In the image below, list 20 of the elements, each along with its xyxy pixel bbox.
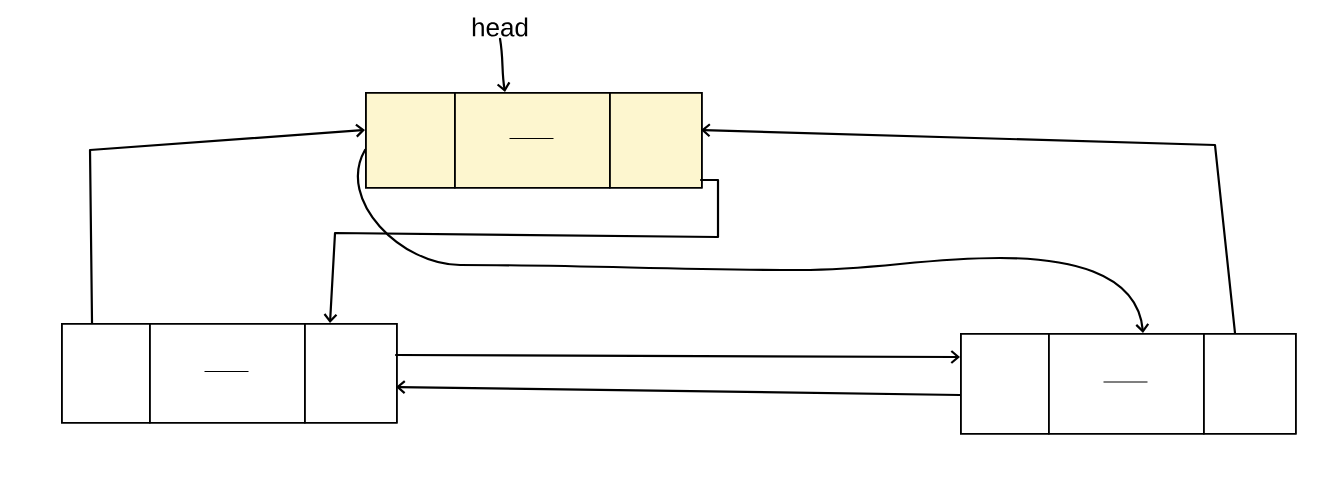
pointer-cell (1203, 333, 1297, 435)
arrow (396, 380, 962, 397)
list-node-box (61, 323, 398, 424)
arrow (701, 123, 1237, 335)
list-node-box (365, 92, 703, 189)
pointer-cell (609, 92, 703, 189)
arrow (394, 350, 960, 364)
list-node-box (960, 333, 1297, 435)
pointer-cell (304, 323, 398, 424)
pointer-label: head (472, 17, 528, 37)
arrow (496, 37, 511, 92)
pointer-cell (149, 323, 306, 424)
pointer-cell (1048, 333, 1205, 435)
pointer-cell (960, 333, 1050, 435)
arrow (323, 178, 720, 323)
pointer-cell (61, 323, 151, 424)
pointer-cell (365, 92, 456, 189)
arrow (356, 148, 1150, 333)
pointer-cell (454, 92, 611, 189)
arrow (88, 123, 365, 325)
